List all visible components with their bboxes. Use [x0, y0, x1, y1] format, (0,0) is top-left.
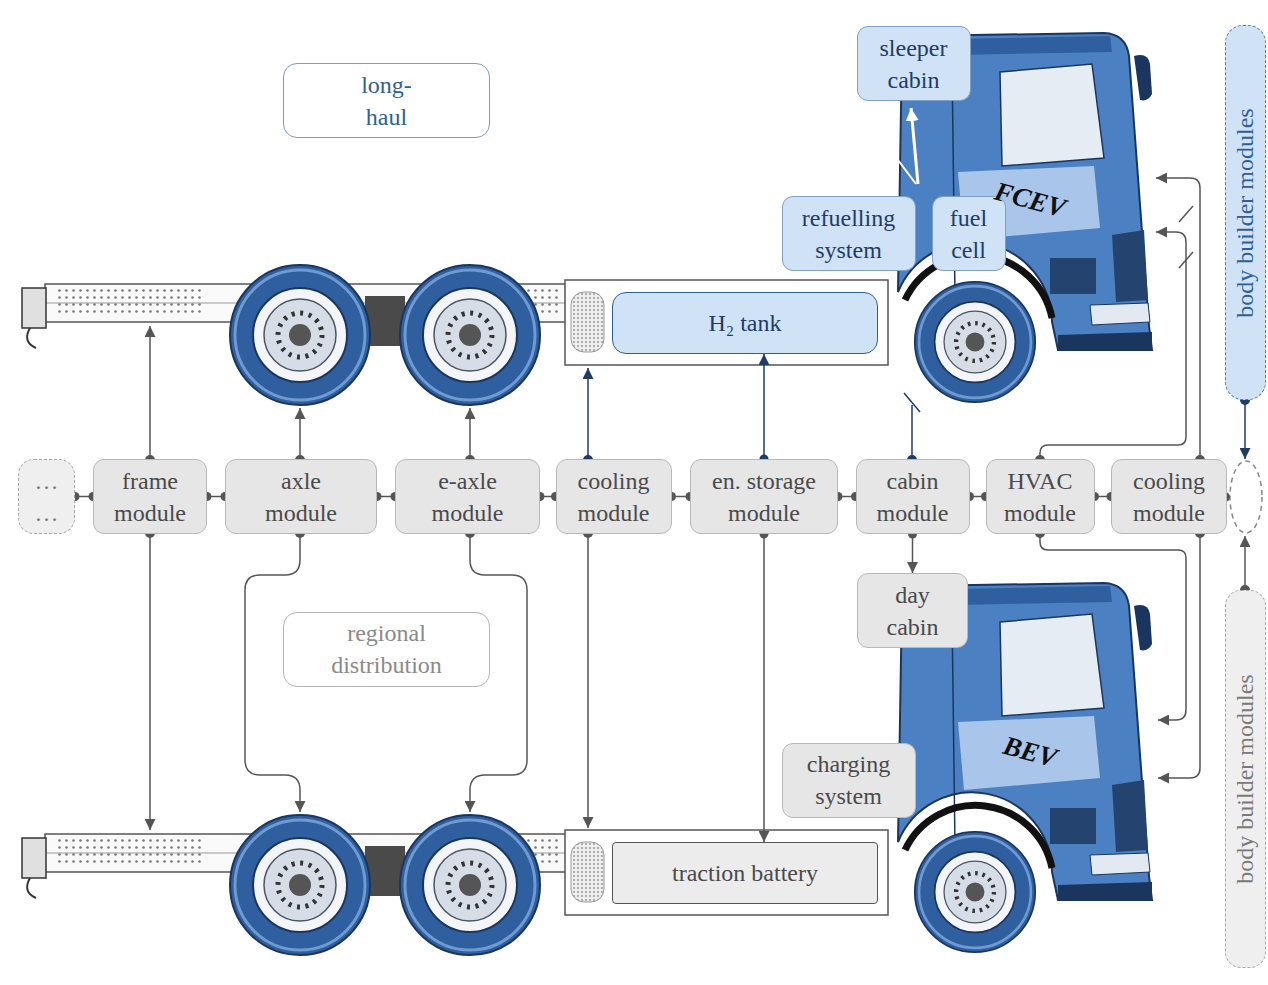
component-box: fuel cell [932, 196, 1006, 271]
module-box: axle module [225, 459, 377, 534]
connector [970, 496, 986, 498]
joint-dots [145, 455, 1250, 595]
storage-box: traction battery [612, 842, 878, 904]
open-slot [1230, 461, 1262, 533]
label-holder: BEV [1000, 730, 1060, 774]
node-text: frame module [103, 465, 198, 529]
node-text: cooling module [1121, 465, 1218, 529]
usecase-box: regional distribution [283, 612, 490, 687]
storage-box: H₂ tank [612, 292, 878, 354]
node-text: axle module [251, 465, 351, 529]
switch-mark [898, 160, 916, 184]
module-box: e-axle module [395, 459, 540, 534]
component-box: day cabin [857, 573, 968, 648]
node-text: en. storage module [700, 465, 828, 529]
vehicle-label: BEV [1000, 730, 1060, 774]
node-text: cooling module [565, 465, 662, 529]
cooling-arrow [587, 368, 589, 460]
connector [912, 534, 914, 573]
node-text: traction battery [672, 857, 818, 889]
module-box: cabin module [856, 459, 970, 534]
node-text: day cabin [878, 579, 948, 643]
bev-truck-illustration [22, 583, 1152, 955]
component-box: charging system [782, 743, 916, 818]
module-arrows [150, 178, 1245, 830]
module-band: body builder modules [1225, 590, 1266, 968]
module-band: body builder modules [1225, 25, 1266, 400]
usecase-box: long-haul [283, 63, 490, 138]
frame-arrow [149, 326, 151, 460]
cooling-arrow [587, 533, 589, 828]
module-box: HVAC module [986, 459, 1095, 534]
body-builder-arrow [1244, 536, 1246, 590]
module-box: en. storage module [690, 459, 838, 534]
body-builder-arrow [1244, 400, 1246, 459]
module-box: … … [18, 459, 75, 534]
frame-arrow [149, 533, 151, 830]
sleeper-arrow [911, 108, 918, 184]
node-text: HVAC module [995, 465, 1085, 529]
node-text: body builder modules [1229, 108, 1261, 317]
node-text: H₂ tank [708, 307, 781, 339]
cabin-link [911, 405, 913, 460]
component-box: sleeper cabin [857, 26, 971, 101]
node-text: long-haul [357, 69, 417, 133]
connector [838, 496, 856, 498]
module-arrows-blue [588, 368, 1245, 460]
node-text: … … [32, 465, 62, 529]
connector [763, 354, 765, 459]
fcev-truck-illustration [22, 33, 1152, 405]
axle-arrow [299, 408, 301, 460]
cooling-arrow [1156, 178, 1200, 460]
node-text: sleeper cabin [866, 32, 961, 96]
connector [763, 534, 765, 842]
node-text: regional distribution [312, 617, 462, 681]
cooling-arrow [1158, 533, 1200, 778]
hvac-arrow [1040, 533, 1186, 720]
node-text: body builder modules [1229, 674, 1261, 883]
connector [75, 496, 93, 498]
e-axle-arrow [469, 408, 471, 460]
node-text: cabin module [865, 465, 960, 529]
connector [1095, 496, 1112, 498]
node-text: fuel cell [941, 202, 996, 266]
module-box: cooling module [1111, 459, 1227, 534]
connector [672, 496, 691, 498]
switch-mark [1179, 206, 1193, 222]
hvac-arrow [1040, 232, 1186, 460]
module-box: cooling module [556, 459, 672, 534]
joint-dots-blue [583, 395, 1250, 465]
module-box: frame module [93, 459, 207, 534]
connector [207, 496, 225, 498]
component-box: refuelling system [782, 196, 916, 271]
node-text: refuelling system [791, 202, 906, 266]
node-text: e-axle module [418, 465, 518, 529]
node-text: charging system [791, 748, 906, 812]
connector [377, 496, 395, 498]
connector [540, 496, 556, 498]
